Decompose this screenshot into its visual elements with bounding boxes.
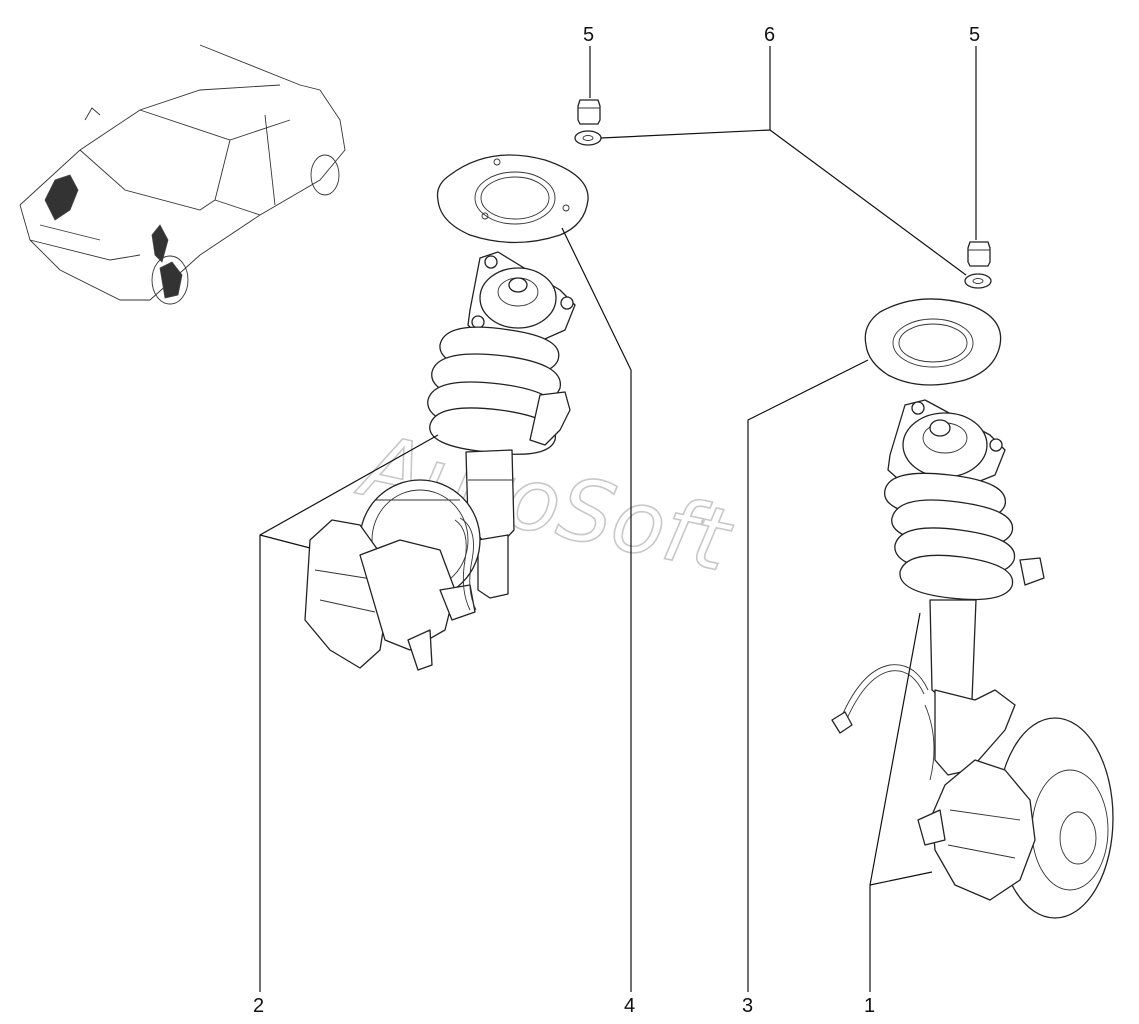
callout-3: 3 xyxy=(742,995,753,1017)
callout-5-left: 5 xyxy=(583,24,594,46)
washer-top-right xyxy=(964,273,992,289)
washer-top-left xyxy=(574,130,602,146)
callout-2: 2 xyxy=(253,995,264,1017)
callout-6: 6 xyxy=(764,24,775,46)
nut-top-left xyxy=(577,99,601,125)
car-locator-thumbnail xyxy=(19,44,346,305)
strut-mount-gasket-left xyxy=(436,154,589,244)
strut-mount-gasket-right xyxy=(864,298,1002,386)
callout-labels: 5 6 5 2 4 3 1 xyxy=(253,24,980,1017)
nut-top-right xyxy=(967,241,991,267)
leader-lines xyxy=(259,46,977,992)
strut-assembly-right xyxy=(831,399,1114,919)
strut-assembly-left xyxy=(304,251,576,671)
callout-4: 4 xyxy=(624,995,635,1017)
callout-1: 1 xyxy=(864,995,875,1017)
callout-5-right: 5 xyxy=(969,24,980,46)
